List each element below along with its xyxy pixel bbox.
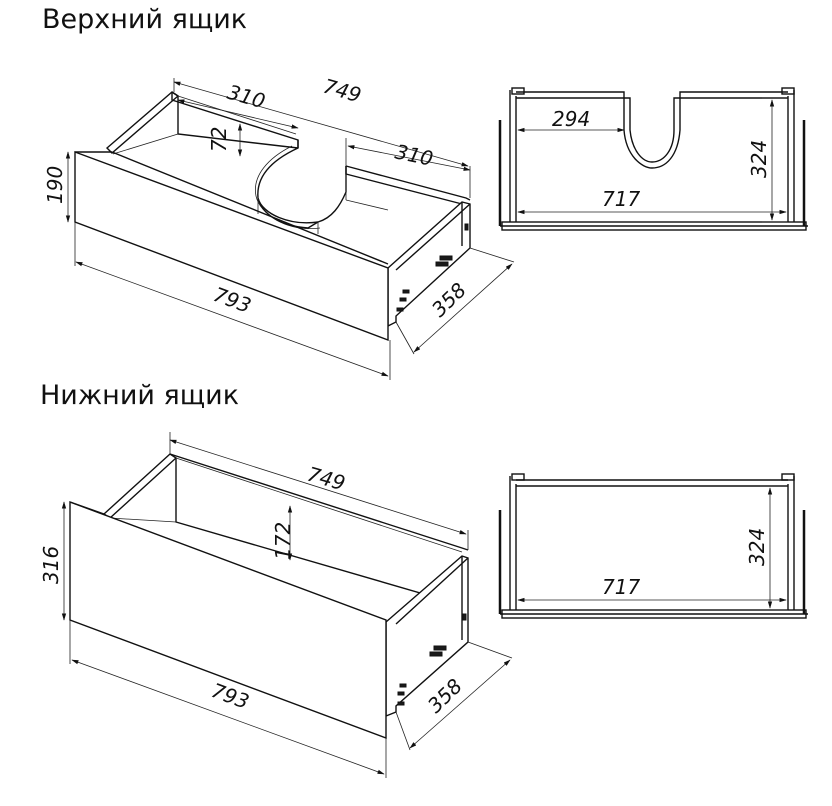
top-drawer-plan: 294 324 717 [498, 87, 808, 231]
bottom-drawer-perspective: 749 172 316 793 358 [39, 432, 513, 778]
top-plan-dim-294: 294 [552, 107, 590, 131]
bottom-dim-lines [61, 432, 513, 778]
bottom-dim-358: 358 [423, 674, 467, 718]
bottom-left-wall [102, 453, 178, 519]
bottom-runner [397, 613, 467, 706]
top-left-wall [105, 91, 180, 154]
bottom-dim-316: 316 [39, 546, 63, 584]
top-dim-310-right: 310 [393, 139, 435, 170]
top-dim-749: 749 [321, 74, 364, 108]
top-u-cutout [257, 140, 347, 224]
bottom-drawer-title: Нижний ящик [40, 380, 240, 411]
top-dim-190: 190 [43, 166, 67, 204]
top-dim-310-left: 310 [225, 80, 268, 114]
top-plan-dim-324: 324 [747, 140, 771, 178]
bottom-drawer-plan: 324 717 [498, 473, 808, 619]
top-drawer-perspective: 310 749 310 72 190 793 358 [43, 74, 515, 380]
top-drawer-title: Верхний ящик [42, 4, 248, 35]
bottom-dim-749: 749 [305, 462, 348, 496]
top-plan-dim-717: 717 [602, 187, 640, 211]
top-dim-358: 358 [427, 278, 471, 322]
top-dim-lines [65, 78, 515, 380]
bottom-plan-dim-324: 324 [745, 528, 769, 566]
top-plan-cutout [516, 91, 788, 169]
top-dim-72: 72 [207, 127, 231, 152]
top-back-wall-right [345, 166, 463, 205]
bottom-dim-172: 172 [271, 522, 295, 560]
bottom-plan-dim-717: 717 [602, 575, 640, 599]
